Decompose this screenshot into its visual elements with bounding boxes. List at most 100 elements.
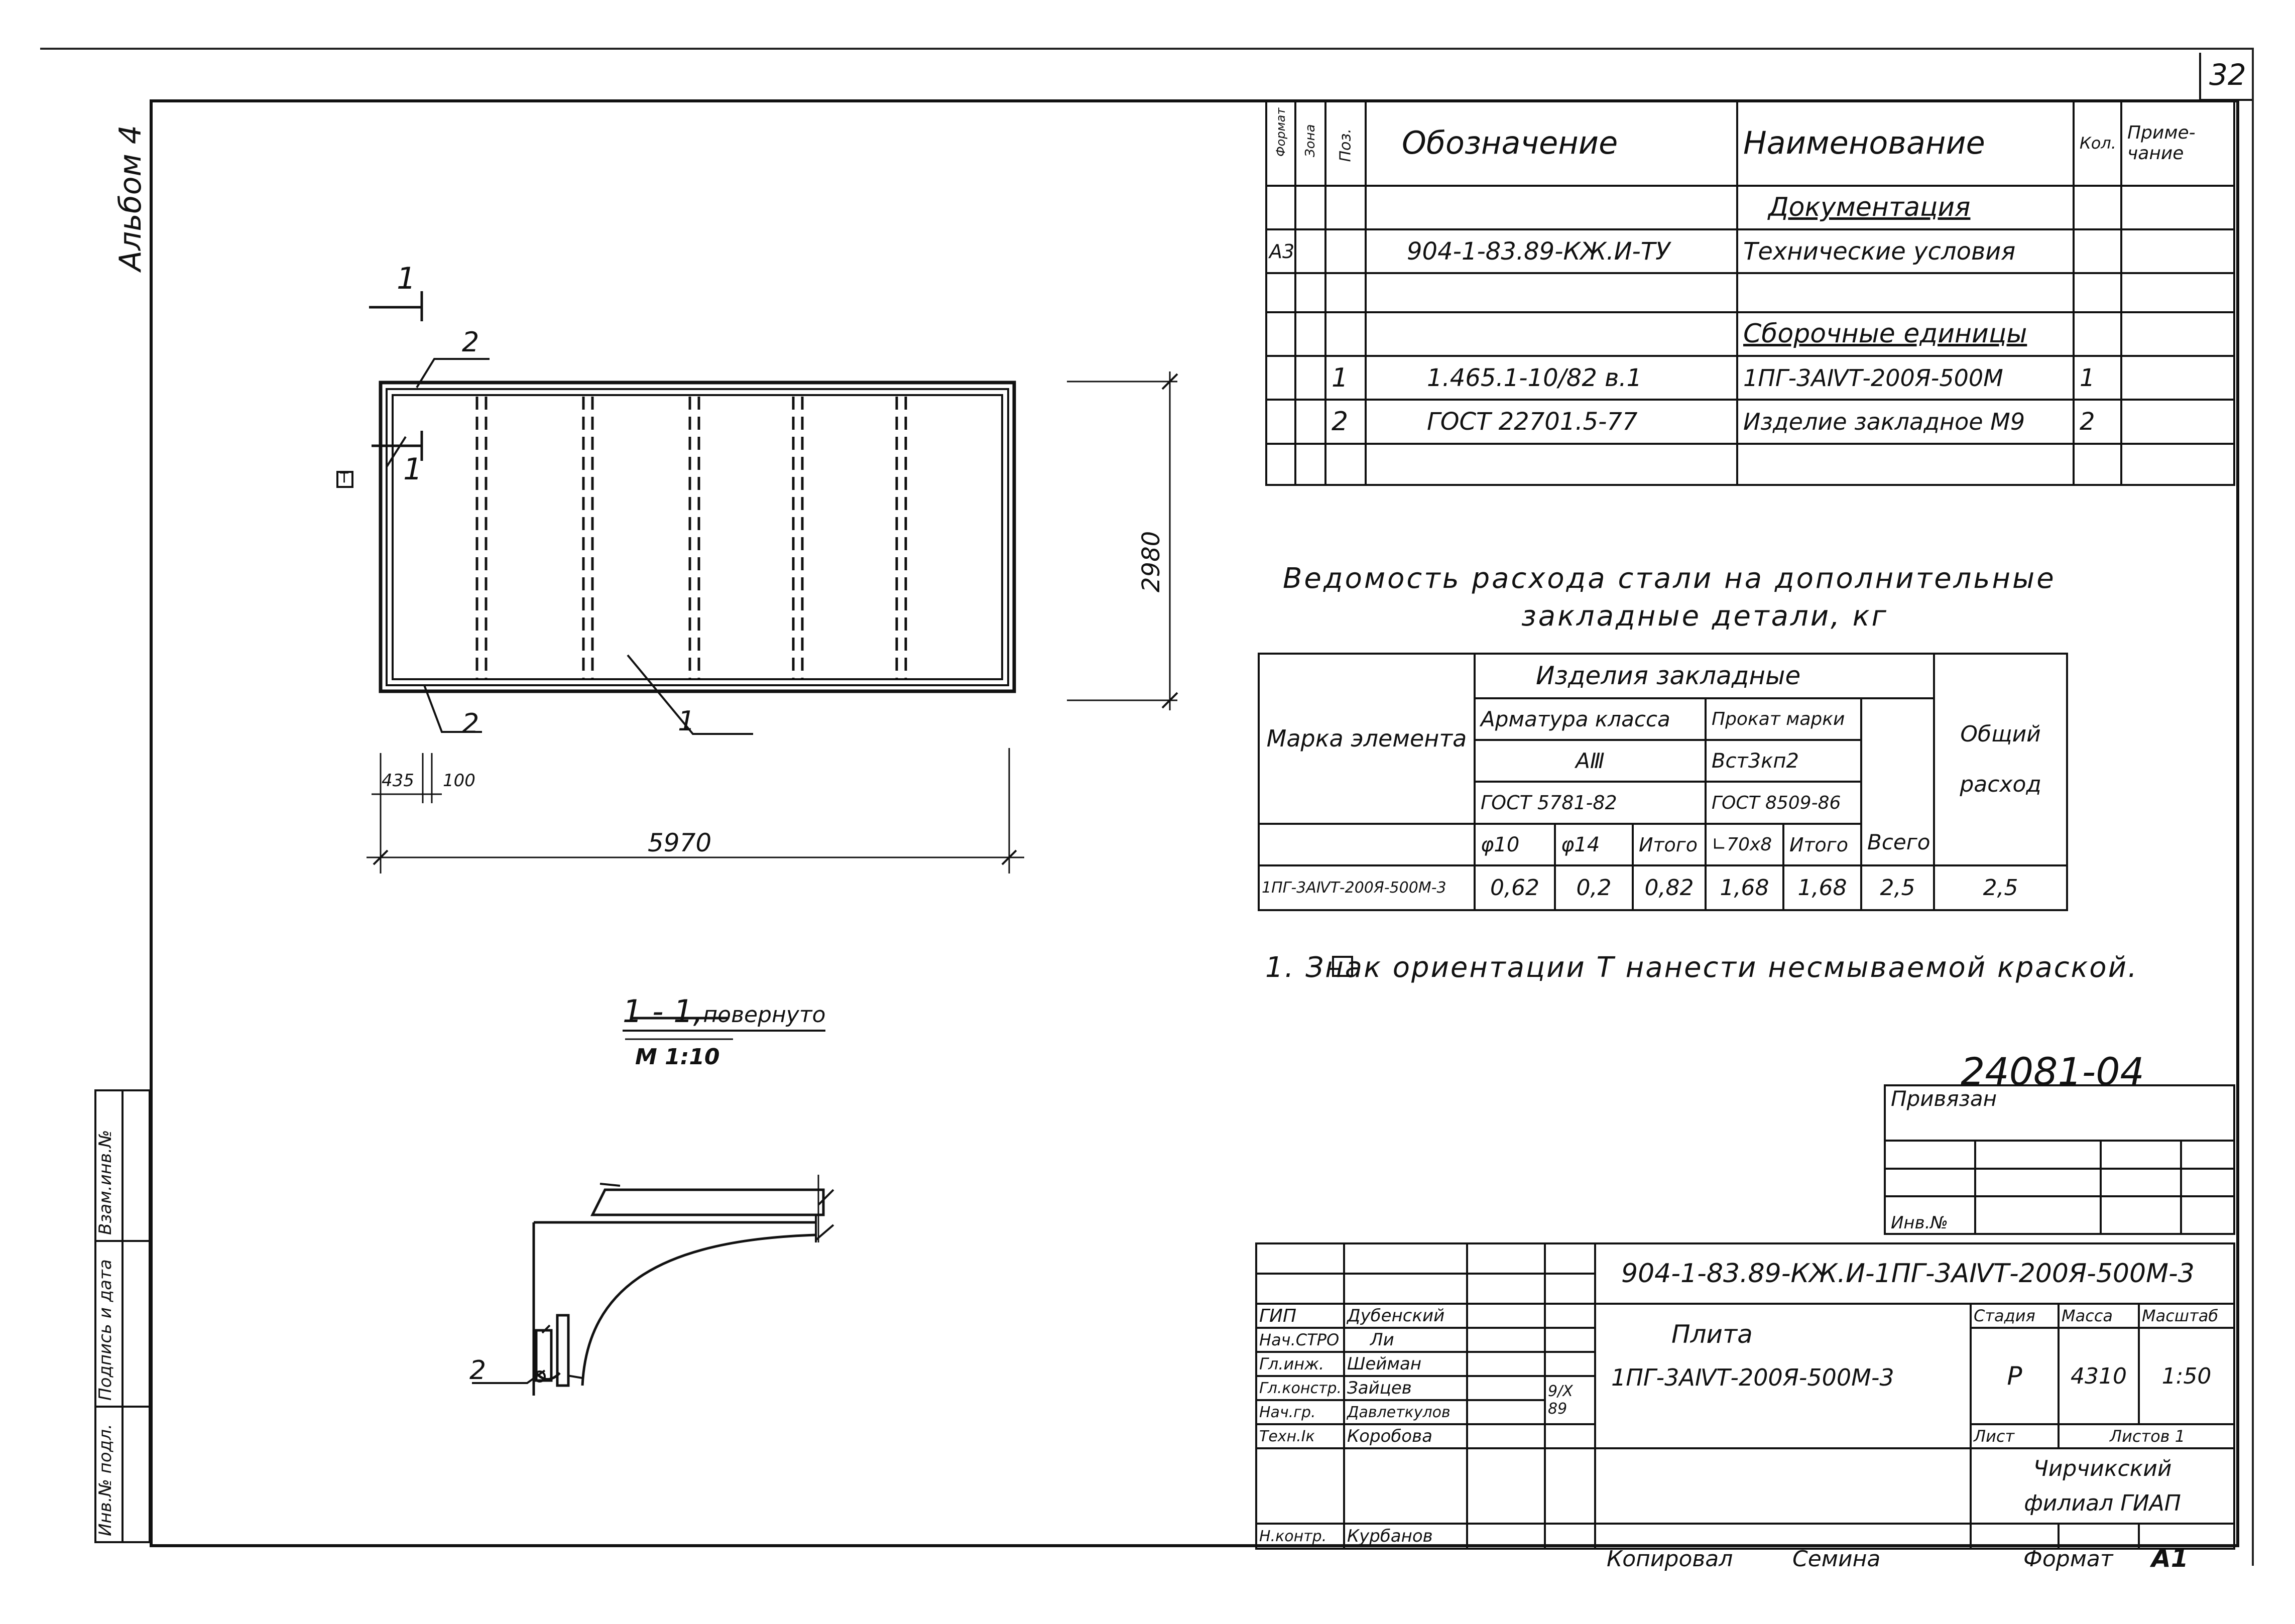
steel-title-line2: закладные детали, кг <box>1521 600 1888 633</box>
stage-value: Р <box>1970 1327 2060 1425</box>
steel-row-total-rolled: 1,68 <box>1782 864 1862 911</box>
steel-table: Марка элемента Изделия закладные Общий р… <box>1258 652 2069 911</box>
spec-name-tu: Технические условия <box>1736 228 2075 275</box>
spec-header-zone: Зона <box>1294 99 1326 187</box>
steel-group-header: Изделия закладные <box>1473 653 1936 699</box>
steel-armature-class: АⅢ <box>1474 739 1707 783</box>
spec-name-1: 1ПГ-3АⅣТ-200Я-500М <box>1736 354 2075 401</box>
steel-row-d14: 0,2 <box>1554 864 1634 911</box>
spec-header-pos: Поз. <box>1324 99 1367 187</box>
sheets-header: Листов 1 <box>2057 1423 2236 1449</box>
role-3: Гл.констр. <box>1255 1375 1345 1401</box>
section-title-suffix: повернуто <box>703 1002 826 1028</box>
spec-header-pos-text: Поз. <box>1337 129 1355 162</box>
section-mark-top: 1 <box>397 261 416 296</box>
spec-header-format: Формат <box>1265 99 1296 187</box>
steel-sub-total-rolled: Итого <box>1782 822 1862 867</box>
signature-0 <box>1466 1303 1546 1329</box>
scale-value: 1:50 <box>2137 1327 2236 1425</box>
org-line-2: филиал ГИАП <box>2024 1490 2181 1516</box>
steel-sub-angle: ∟70х8 <box>1705 822 1784 867</box>
dim-width: 5970 <box>648 828 712 857</box>
spec-qty-2: 2 <box>2073 399 2122 445</box>
spec-header-note: Приме-чание <box>2120 99 2235 187</box>
section-title: 1 - 1,повернуто <box>623 993 826 1032</box>
signature-3 <box>1466 1375 1546 1401</box>
org-line-1: Чирчикский <box>2033 1456 2172 1481</box>
spec-header-zone-text: Зона <box>1303 124 1318 157</box>
copied-label: Копировал <box>1607 1546 1733 1572</box>
spec-pos-2: 2 <box>1324 399 1367 445</box>
steel-overall-header: Общий расход <box>1933 652 2069 867</box>
format-value: А1 <box>2151 1544 2189 1573</box>
spec-designation-2: ГОСТ 22701.5-77 <box>1365 399 1738 445</box>
steel-row-overall: 2,5 <box>1933 864 2069 911</box>
stage-header: Стадия <box>1970 1303 2060 1329</box>
steel-sub-d14: φ14 <box>1554 822 1634 867</box>
spec-header-designation: Обозначение <box>1365 99 1738 187</box>
person-2: Шейман <box>1343 1351 1468 1377</box>
section-detail <box>472 1017 834 1396</box>
signature-4 <box>1466 1399 1546 1425</box>
spec-qty-1: 1 <box>2073 354 2122 401</box>
orientation-sign-box <box>336 471 353 488</box>
spec-doc-heading: Документация <box>1736 184 2075 231</box>
copied-by: Семина <box>1792 1546 1881 1572</box>
mass-value: 4310 <box>2058 1327 2140 1425</box>
steel-armature-gost: ГОСТ 5781-82 <box>1474 781 1707 825</box>
role-1: Нач.СТРО <box>1255 1327 1345 1353</box>
plate-plan <box>367 291 1178 873</box>
callout-2-bottom: 2 <box>462 708 479 739</box>
steel-sub-total-arm: Итого <box>1632 822 1707 867</box>
role-5: Техн.Iк <box>1255 1423 1345 1449</box>
sheet-number-box <box>2199 53 2252 101</box>
spec-cell <box>1365 184 1738 231</box>
orientation-note: 1. Знак ориентации Т нанести несмываемой… <box>1265 951 2138 984</box>
callout-1-plate: 1 <box>678 705 695 737</box>
callout-2-top: 2 <box>462 326 479 358</box>
signature-7 <box>1466 1523 1546 1550</box>
section-title-main: 1 - 1, <box>623 993 703 1030</box>
format-label: Формат <box>2023 1546 2113 1572</box>
dim-height: 2980 <box>1137 531 1165 592</box>
spec-designation-1: 1.465.1-10/82 в.1 <box>1365 354 1738 401</box>
steel-rolled-gost: ГОСТ 8509-86 <box>1705 781 1862 825</box>
item-mark: 1ПГ-3АⅣТ-200Я-500М-3 <box>1611 1364 1894 1391</box>
spec-header-qty: Кол. <box>2073 99 2122 187</box>
role-7: Н.контр. <box>1255 1523 1345 1550</box>
note-sign-box <box>1332 956 1353 977</box>
left-stamp <box>94 1089 151 1543</box>
spec-designation-tu: 904-1-83.89-КЖ.И-ТУ <box>1365 228 1738 275</box>
scale-header: Масштаб <box>2137 1303 2236 1329</box>
drawing-frame <box>150 99 2239 1547</box>
item-name: Плита <box>1671 1320 1753 1349</box>
person-4: Давлеткулов <box>1343 1399 1468 1425</box>
signature-2 <box>1466 1351 1546 1377</box>
steel-row-d10: 0,62 <box>1474 864 1556 911</box>
steel-title-line1: Ведомость расхода стали на дополнительны… <box>1283 562 2056 595</box>
spec-format-a3: А3 <box>1265 228 1296 275</box>
steel-row-mark: 1ПГ-3АⅣТ-200Я-500М-3 <box>1258 864 1476 911</box>
sheet-number: 32 <box>2209 58 2246 92</box>
title-designation: 904-1-83.89-КЖ.И-1ПГ-3АⅣТ-200Я-500М-3 <box>1594 1242 2236 1305</box>
steel-total-header: Всего <box>1860 697 1936 867</box>
person-1: Ли <box>1343 1327 1468 1353</box>
role-4: Нач.гр. <box>1255 1399 1345 1425</box>
signature-5 <box>1466 1423 1546 1449</box>
person-5: Коробова <box>1343 1423 1468 1449</box>
specification-table: Формат Зона Поз. Обозначение Наименовани… <box>1265 99 2235 486</box>
dim-left: 435 <box>382 771 414 791</box>
outer-border <box>40 48 2254 1566</box>
spec-name-2: Изделие закладное М9 <box>1736 399 2075 445</box>
steel-rolled-grade: Вст3кп2 <box>1705 739 1862 783</box>
privyazan-block: Привязан Инв.№ <box>1883 1084 2236 1235</box>
section-callout: 2 <box>469 1355 487 1386</box>
spec-header-name: Наименование <box>1736 99 2075 187</box>
section-scale: М 1:10 <box>635 1044 720 1070</box>
sheet-header: Лист <box>1970 1423 2060 1449</box>
dim-inner: 100 <box>443 771 475 791</box>
steel-mark-header: Марка элемента <box>1258 653 1476 825</box>
steel-row-angle: 1,68 <box>1705 864 1784 911</box>
steel-row-total-arm: 0,82 <box>1632 864 1707 911</box>
